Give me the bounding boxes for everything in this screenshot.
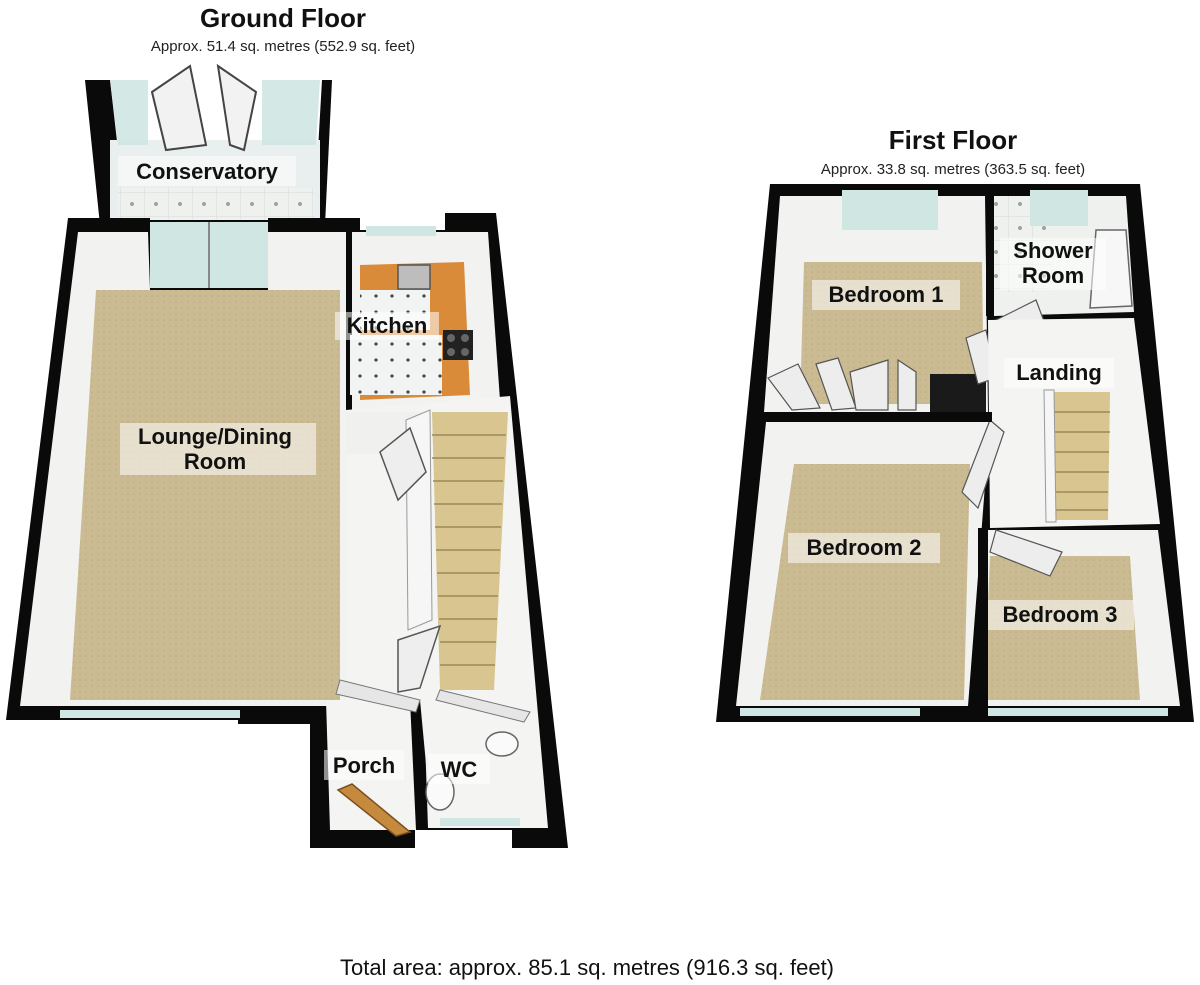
- staircase-first: [1052, 392, 1110, 520]
- bedroom-2-door: [961, 418, 1005, 510]
- basin-icon: [485, 731, 519, 757]
- hall-door-upper: [379, 426, 427, 502]
- ground-floor: Ground Floor Approx. 51.4 sq. metres (55…: [6, 3, 568, 848]
- porch-label: Porch: [333, 753, 395, 778]
- bedroom-3-label: Bedroom 3: [1003, 602, 1118, 627]
- lounge-label-line1: Lounge/Dining: [138, 424, 292, 449]
- landing-label: Landing: [1016, 360, 1102, 385]
- bedroom-2-label: Bedroom 2: [807, 535, 922, 560]
- first-floor-title: First Floor: [889, 125, 1018, 155]
- shower-label-line2: Room: [1022, 263, 1084, 288]
- lounge-dining-room: Lounge/Dining Room: [20, 222, 346, 706]
- porch-door: [336, 783, 412, 837]
- ground-floor-area: Approx. 51.4 sq. metres (552.9 sq. feet): [151, 38, 415, 55]
- landing: Landing: [988, 318, 1160, 528]
- sink-icon: [397, 264, 431, 290]
- conservatory-door-right: [216, 63, 258, 152]
- first-floor: First Floor Approx. 33.8 sq. metres (363…: [716, 125, 1194, 722]
- ground-floor-title: Ground Floor: [200, 3, 366, 33]
- shower-label-line1: Shower: [1013, 238, 1093, 263]
- lounge-label-line2: Room: [184, 449, 246, 474]
- wc: WC: [424, 689, 546, 828]
- conservatory: Conservatory: [85, 63, 332, 225]
- wc-label: WC: [441, 757, 478, 782]
- bedroom-1: Bedroom 1: [764, 190, 997, 412]
- bedroom-3-door: [989, 529, 1063, 577]
- bedroom-1-label: Bedroom 1: [829, 282, 944, 307]
- bedroom-2: Bedroom 2: [736, 418, 1005, 706]
- hob-icon: [443, 330, 473, 360]
- hall-door-lower: [397, 624, 442, 693]
- total-area: Total area: approx. 85.1 sq. metres (916…: [340, 955, 834, 980]
- conservatory-door-left: [150, 64, 208, 152]
- porch: Porch: [324, 679, 421, 837]
- conservatory-label: Conservatory: [136, 159, 279, 184]
- first-floor-area: Approx. 33.8 sq. metres (363.5 sq. feet): [821, 161, 1085, 178]
- kitchen-label: Kitchen: [347, 313, 428, 338]
- kitchen: Kitchen: [335, 226, 500, 410]
- bedroom-3: Bedroom 3: [978, 529, 1180, 706]
